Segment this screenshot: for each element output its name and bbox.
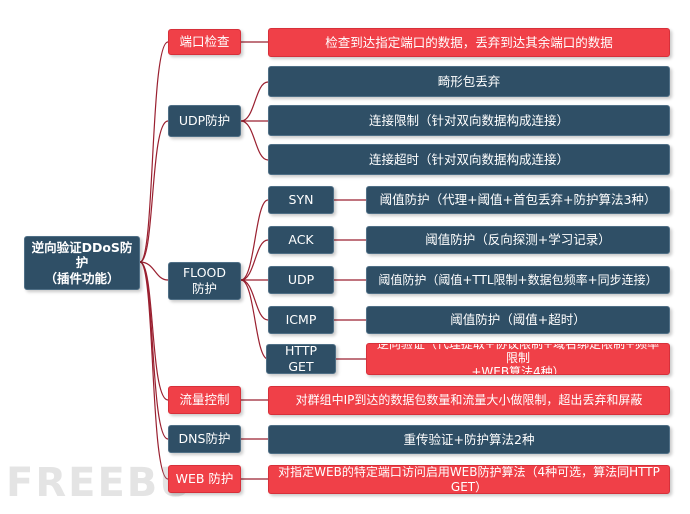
freebuf-watermark-logo: FREEBUF (6, 460, 196, 504)
connector-udp-leaf1 (240, 81, 269, 122)
category-port-check: 端口检查 (168, 29, 241, 55)
connector-flood-http (240, 279, 269, 360)
connector-udp-leaf3 (240, 120, 269, 161)
flood-sub-udp: UDP (268, 266, 334, 294)
leaf-icmp: 阈值防护（阈值+超时） (366, 306, 670, 334)
leaf-syn: 阈值防护（代理+阈值+首包丢弃+防护算法3种） (366, 186, 670, 214)
connector-root-port (139, 41, 169, 263)
watermark-text: FREEBUF (6, 460, 196, 504)
category-udp: UDP防护 (168, 105, 241, 137)
flood-sub-ack: ACK (268, 226, 334, 254)
root-node: 逆向验证DDoS防护 （插件功能） (24, 236, 140, 290)
connector-root-traffic (139, 261, 169, 401)
leaf-web: 对指定WEB的特定端口访问启用WEB防护算法（4种可选，算法同HTTP GET） (268, 465, 670, 494)
connector-flood-syn (240, 199, 269, 281)
root-subtitle: （插件功能） (44, 270, 120, 286)
category-web: WEB 防护 (168, 465, 241, 493)
connector-root-dns (139, 261, 169, 440)
leaf-udp-conn-timeout: 连接超时（针对双向数据构成连接） (268, 144, 670, 175)
leaf-ack: 阈值防护（反向探测+学习记录） (366, 226, 670, 254)
leaf-dns: 重传验证+防护算法2种 (268, 425, 670, 454)
connector-flood-ack (240, 239, 269, 281)
leaf-udp-conn-limit: 连接限制（针对双向数据构成连接） (268, 105, 670, 136)
flood-sub-syn: SYN (268, 186, 334, 214)
category-flood: FLOOD 防护 (168, 262, 241, 300)
leaf-port-check: 检查到达指定端口的数据，丢弃到达其余端口的数据 (268, 28, 670, 57)
flood-sub-http-get: HTTP GET (266, 344, 336, 374)
leaf-http-get: 逆向验证（代理提取+协议限制+域名绑定限制+频率限制 +WEB算法4种） (366, 343, 670, 375)
connector-root-flood (139, 261, 169, 281)
connector-root-web (139, 261, 169, 480)
category-dns: DNS防护 (168, 425, 241, 453)
leaf-udp-flood: 阈值防护（阈值+TTL限制+数据包频率+同步连接） (366, 266, 670, 294)
flood-sub-icmp: ICMP (268, 306, 334, 334)
category-traffic: 流量控制 (168, 386, 241, 414)
leaf-udp-malformed: 畸形包丢弃 (268, 66, 670, 97)
leaf-traffic: 对群组中IP到达的数据包数量和流量大小做限制，超出丢弃和屏蔽 (268, 386, 670, 415)
connector-root-udp (139, 120, 169, 263)
root-title: 逆向验证DDoS防护 (31, 239, 133, 271)
